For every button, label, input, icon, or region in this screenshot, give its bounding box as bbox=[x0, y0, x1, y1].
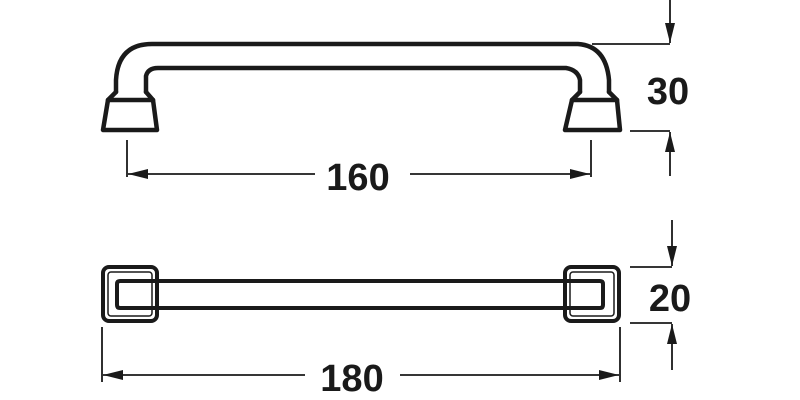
dimension-180-label: 180 bbox=[320, 358, 383, 400]
handle-outer-profile bbox=[113, 41, 612, 95]
dimension-centres bbox=[126, 140, 592, 179]
left-base-plate bbox=[101, 265, 159, 323]
dimension-projection bbox=[592, 0, 675, 176]
dimension-20-label: 20 bbox=[649, 278, 691, 320]
dimension-width bbox=[630, 220, 677, 370]
handle-inner-profile bbox=[143, 65, 583, 95]
right-foot bbox=[562, 89, 623, 133]
dimension-30-label: 30 bbox=[647, 71, 689, 113]
handle-bar bbox=[115, 279, 605, 310]
handle-top-view bbox=[101, 265, 621, 323]
handle-side-view bbox=[100, 41, 623, 133]
right-base-plate bbox=[563, 265, 621, 323]
dimension-160-label: 160 bbox=[326, 157, 389, 199]
dimension-overall-length bbox=[101, 327, 621, 382]
left-foot bbox=[100, 89, 160, 133]
